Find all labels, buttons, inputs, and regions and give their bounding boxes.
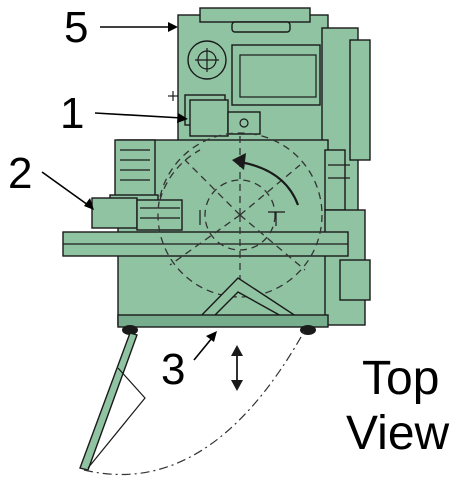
hopper: [117, 277, 329, 335]
view-label-view: View: [346, 407, 450, 460]
callout-1: 1: [60, 89, 84, 138]
up-down-arrow-icon: [231, 345, 243, 391]
rotating-drum: [157, 132, 323, 298]
view-label-top: Top: [362, 352, 439, 405]
swing-door: [79, 329, 306, 476]
horizontal-rail: [62, 231, 349, 257]
callout-leaders: [41, 22, 217, 361]
callout-2: 2: [8, 149, 32, 198]
callout-3: 3: [161, 345, 185, 394]
callout-5: 5: [64, 3, 88, 52]
component-2-motor: [91, 139, 183, 231]
component-1-box: [168, 91, 261, 137]
